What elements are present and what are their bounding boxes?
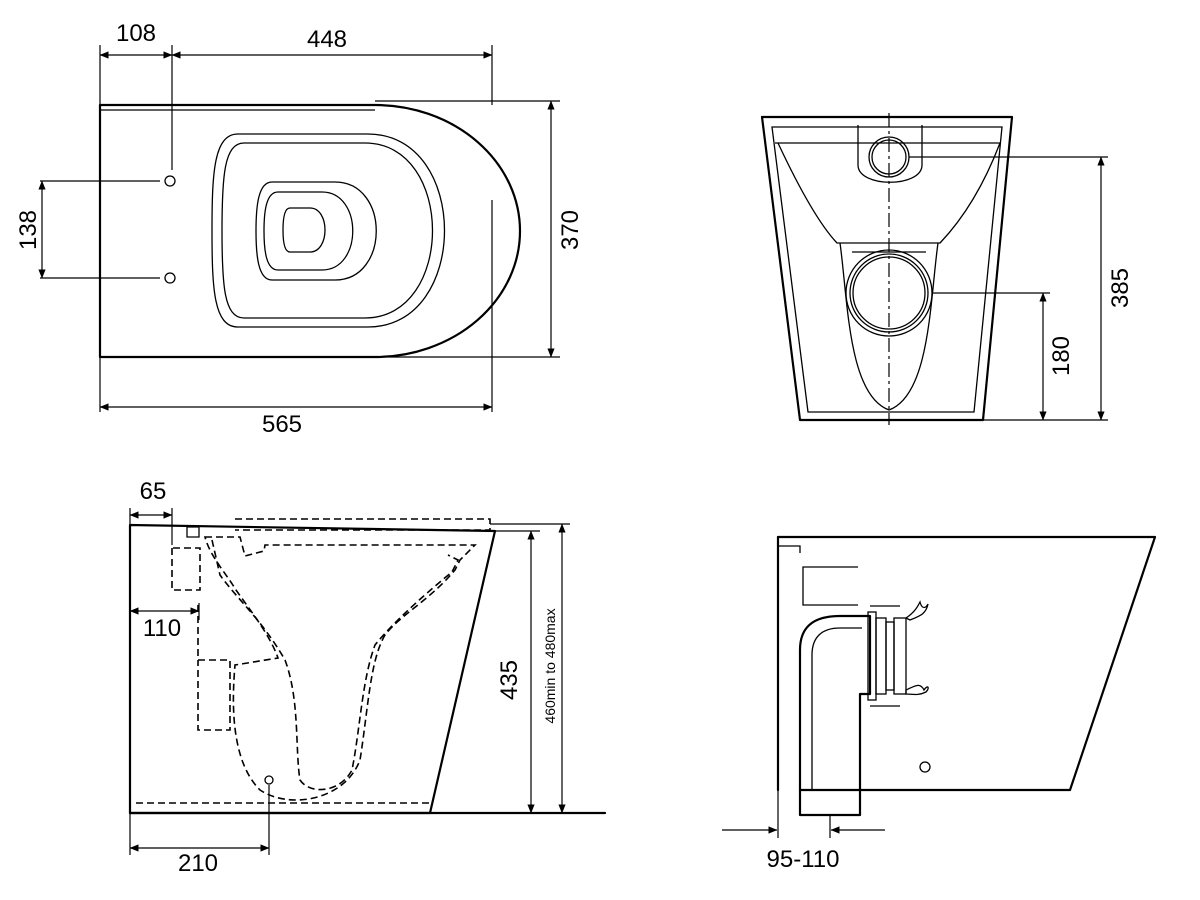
dim-label-370: 370 [557, 210, 584, 250]
dim-label-65: 65 [140, 478, 167, 505]
dim-label-448: 448 [307, 26, 347, 53]
dim-label-210: 210 [178, 850, 218, 877]
rear-view-rim-step [778, 545, 801, 553]
top-view: 108 448 138 370 565 [15, 20, 584, 438]
fixing-hole-top [164, 175, 176, 187]
rear-side-view: 95-110 [722, 535, 1157, 873]
dim-label-110: 110 [143, 615, 181, 642]
dim-label-180: 180 [1048, 336, 1075, 376]
connector-break-top [904, 600, 929, 621]
flush-pipe [171, 547, 201, 591]
side-view-outline [128, 523, 497, 815]
front-cistern-recess [857, 125, 923, 183]
side-section-view: 65 110 210 435 460min to 480max [128, 478, 607, 877]
bowl-cavity-outline [203, 536, 477, 801]
bowl-drain [282, 207, 326, 253]
dim-label-565: 565 [262, 411, 302, 438]
top-view-outline [98, 103, 522, 359]
dim-label-95-110: 95-110 [767, 846, 840, 873]
trapway-outline [211, 539, 460, 791]
rear-view-outline [776, 535, 1157, 792]
fixing-hole-bottom [164, 272, 176, 284]
rear-cavity-line [197, 605, 231, 731]
rear-outlet-pipe-inner [811, 627, 862, 790]
dim-label-460-480: 460min to 480max [542, 608, 558, 723]
front-view-inner-wall [771, 126, 1003, 413]
dim-label-108: 108 [116, 20, 156, 47]
rear-outlet-pipe [798, 614, 872, 817]
rim-inlet-block [186, 526, 200, 538]
front-view: 385 180 [760, 113, 1134, 425]
seat-outline-outer [211, 133, 446, 328]
front-trap-channel [839, 242, 939, 411]
rear-view-upper-recess [802, 566, 858, 606]
bowl-well [263, 191, 354, 271]
bowl-outline [255, 181, 377, 281]
rear-fixing-hole [919, 761, 931, 773]
front-view-outline [760, 115, 1014, 422]
dim-label-435: 435 [496, 660, 523, 700]
connector-break-bottom [905, 684, 929, 696]
seat-lid-outline [235, 518, 491, 531]
side-fixing-hole [264, 775, 274, 785]
dim-label-385: 385 [1107, 268, 1134, 308]
seat-outline-inner [221, 142, 433, 319]
pan-connector [867, 605, 907, 707]
dim-label-138: 138 [15, 210, 42, 250]
